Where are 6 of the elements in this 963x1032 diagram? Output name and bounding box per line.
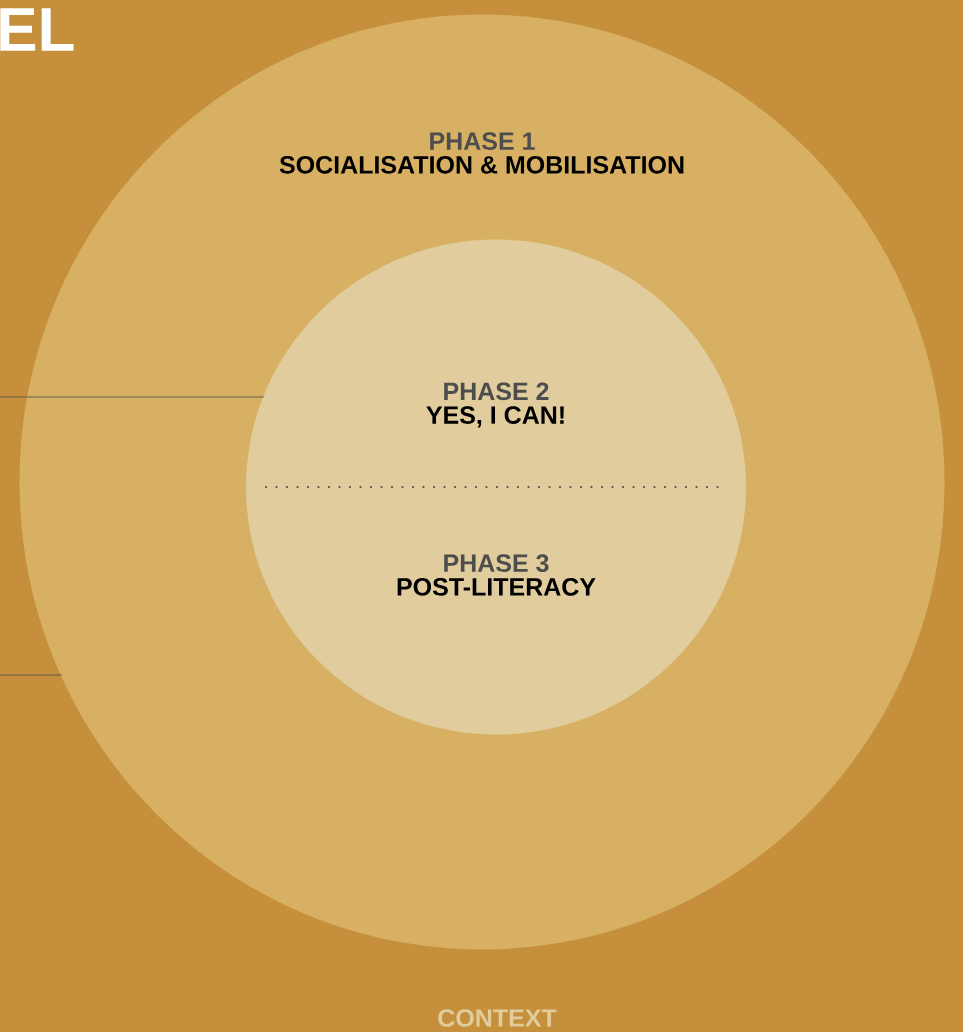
leader-line xyxy=(0,674,63,676)
context-label: CONTEXT xyxy=(438,1009,557,1027)
circle xyxy=(246,239,746,735)
phase-label: PHASE 3 POST-LITERACY xyxy=(397,554,596,596)
phase-label: PHASE 2 YES, I CAN! xyxy=(426,382,564,428)
leader-line xyxy=(0,396,265,398)
